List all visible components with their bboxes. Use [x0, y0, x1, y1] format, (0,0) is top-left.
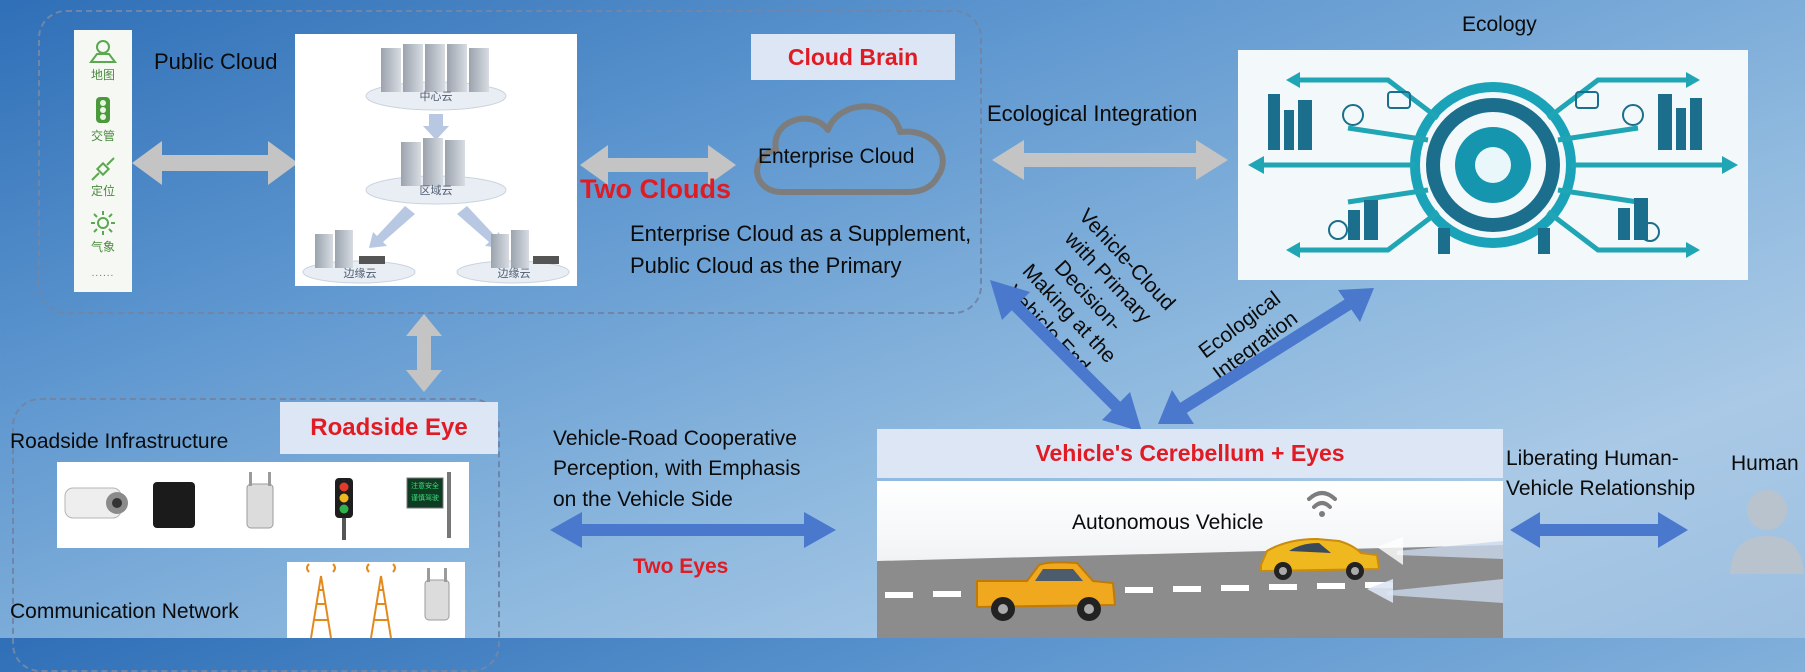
liberating-line-2: Vehicle Relationship — [1506, 477, 1696, 501]
autonomous-vehicle-scene — [877, 481, 1503, 638]
enterprise-cloud-label: Enterprise Cloud — [758, 145, 915, 168]
two-eyes-label: Two Eyes — [633, 555, 729, 578]
road-scene-graphic — [877, 491, 1503, 638]
roadside-devices-graphic — [64, 472, 451, 540]
cooperative-line-1: Vehicle-Road Cooperative — [553, 427, 797, 450]
cloud-ecology-gray-double-arrow — [992, 140, 1228, 180]
liberating-line-1: Liberating Human- — [1506, 447, 1679, 470]
cloud-caption: Enterprise Cloud as a Supplement, Public… — [630, 218, 971, 282]
ecology-title: Ecology — [1462, 13, 1537, 36]
cooperative-line-2: Perception, with Emphasis — [553, 457, 801, 481]
two-clouds-label: Two Clouds — [580, 174, 731, 204]
enterprise-cloud-icon — [754, 103, 946, 195]
tier-label-edge-left: 边缘云 — [343, 268, 377, 280]
tier-label-region: 区域云 — [419, 185, 453, 197]
radar-unit-icon — [153, 482, 195, 528]
roadside-eye-title: Roadside Eye — [280, 402, 498, 454]
led-sign-text: 注意安全 谨慎驾驶 — [408, 481, 442, 505]
led-sign-line-1: 注意安全 — [411, 483, 439, 490]
camera-icon — [64, 487, 128, 519]
led-sign-icon — [406, 472, 451, 538]
human-label: Human — [1731, 452, 1799, 475]
cooperative-perception-label: Vehicle-Road Cooperative Perception, wit… — [553, 424, 800, 515]
satellite-icon — [91, 157, 115, 181]
public-enterprise-gray-double-arrow — [580, 145, 736, 185]
public-cloud-label: Public Cloud — [154, 49, 278, 74]
ecology-infographic-panel — [1238, 50, 1748, 280]
wifi-signal-icon — [1307, 491, 1337, 517]
cloud-roadside-gray-double-arrow — [406, 314, 442, 392]
led-sign-line-2: 谨慎驾驶 — [411, 495, 439, 502]
tier-label-center: 中心云 — [419, 91, 453, 103]
autonomous-sports-car-icon — [1260, 537, 1381, 580]
communication-network-label: Communication Network — [10, 600, 239, 623]
pickup-truck-icon — [976, 561, 1117, 621]
public-cloud-services-panel: 地图 交管 定位 气象 ...... — [74, 30, 132, 292]
roadside-infrastructure-panel: 注意安全 谨慎驾驶 — [57, 462, 469, 548]
vehicle-cerebellum-title: Vehicle's Cerebellum + Eyes — [877, 429, 1503, 478]
service-label-traffic: 交管 — [90, 129, 115, 143]
roadside-vehicle-blue-double-arrow — [550, 512, 836, 548]
weather-sun-icon — [91, 211, 115, 235]
ecology-infographic — [1248, 72, 1738, 258]
cooperative-line-3: on the Vehicle Side — [553, 487, 733, 511]
cloud-vehicle-blue-double-arrow — [990, 280, 1142, 432]
ecological-integration-top-label: Ecological Integration — [987, 101, 1198, 126]
services-cloud-gray-double-arrow — [132, 141, 298, 185]
cloud-caption-line-1: Enterprise Cloud as a Supplement, — [630, 221, 972, 246]
service-label-map: 地图 — [90, 68, 115, 82]
traffic-light-icon — [96, 97, 110, 123]
roadside-unit-icon — [246, 472, 274, 529]
diagonal-blue-arrows — [990, 280, 1374, 432]
communication-network-panel — [287, 562, 465, 639]
service-label-positioning: 定位 — [90, 184, 115, 198]
person-icon — [1730, 490, 1804, 574]
cloud-caption-line-2: Public Cloud as the Primary — [630, 252, 902, 278]
liberating-relationship-label: Liberating Human- Vehicle Relationship — [1506, 444, 1695, 505]
roadside-infrastructure-label: Roadside Infrastructure — [10, 430, 229, 453]
cloud-brain-title: Cloud Brain — [751, 34, 955, 80]
map-icon — [89, 40, 117, 63]
traffic-light-device-icon — [335, 478, 353, 540]
service-label-weather: 气象 — [90, 240, 115, 254]
cloud-region-boundary — [38, 10, 982, 314]
service-label-more: ...... — [91, 268, 115, 279]
network-rsu-icon — [424, 568, 450, 621]
communication-towers-graphic — [306, 563, 450, 639]
signal-tower-icon — [306, 563, 336, 639]
ecology-vehicle-blue-double-arrow — [1158, 288, 1374, 424]
public-cloud-hierarchy-panel: 中心云 区域云 边缘云 边缘云 — [295, 34, 577, 286]
server-hierarchy-graphic — [302, 44, 570, 284]
vehicle-human-blue-double-arrow — [1510, 512, 1688, 548]
tier-label-edge-right: 边缘云 — [497, 268, 531, 280]
autonomous-vehicle-label: Autonomous Vehicle — [1072, 511, 1264, 534]
signal-tower-icon-2 — [366, 563, 396, 639]
